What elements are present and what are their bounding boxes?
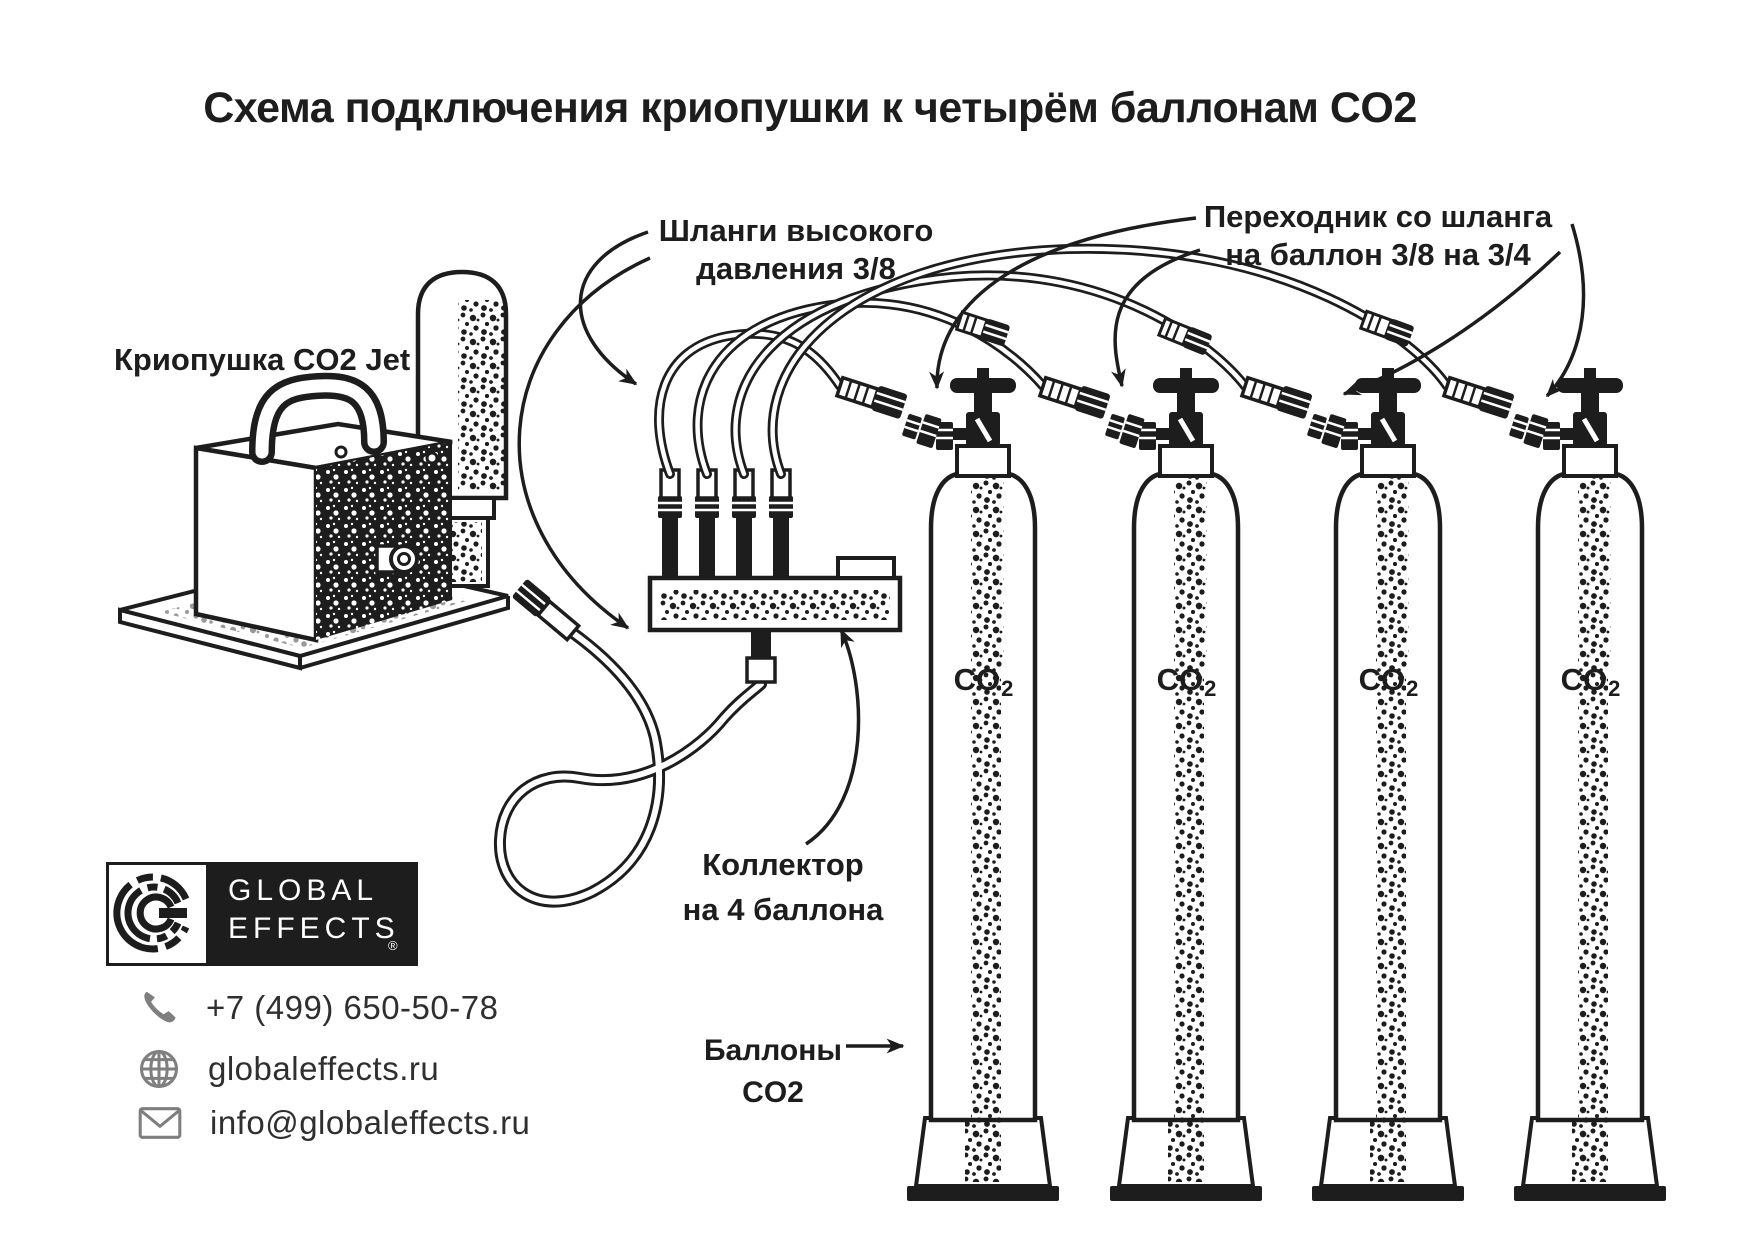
cryo-cannon-drawing — [118, 269, 510, 671]
manifold-port — [658, 468, 682, 580]
cylinder-valve — [1543, 368, 1623, 450]
phone-number: +7 (499) 650-50-78 — [206, 989, 499, 1026]
registered-mark: ® — [388, 938, 398, 953]
phone-icon — [144, 991, 176, 1023]
hose-to-cylinder-adapter — [1509, 414, 1549, 448]
hose-end-fitting — [834, 375, 907, 419]
logo-monogram-icon — [106, 862, 209, 966]
co2-cylinder-3 — [1239, 368, 1464, 1201]
high-pressure-hoses — [654, 243, 1452, 479]
contact-website-row: globaleffects.ru — [138, 1048, 439, 1090]
cylinder-co2-label: CO2 — [1358, 662, 1419, 701]
email-address[interactable]: info@globaleffects.ru — [210, 1104, 531, 1141]
manifold-port — [732, 468, 756, 580]
adapter-label: Переходник со шланга на баллон 3/8 на 3/… — [1203, 199, 1553, 272]
logo-brand-line2: EFFECTS — [228, 912, 400, 945]
co2-cylinder-1 — [834, 368, 1059, 1201]
contact-phone-row: +7 (499) 650-50-78 — [138, 988, 498, 1028]
globe-icon — [139, 1049, 179, 1089]
hose-to-cylinder-adapter — [902, 414, 942, 448]
co2-cylinder-4 — [1441, 368, 1666, 1201]
hose-to-cylinder-adapter — [1105, 414, 1145, 448]
website-url[interactable]: globaleffects.ru — [208, 1050, 440, 1087]
hose-end-fitting — [1441, 375, 1514, 419]
cylinder-valve — [936, 368, 1016, 450]
email-icon — [138, 1107, 182, 1139]
contact-email-row: info@globaleffects.ru — [138, 1104, 530, 1142]
leader-arrow-hoses-2 — [517, 256, 651, 630]
manifold-drawing — [647, 468, 903, 684]
co2-cylinder-2 — [1037, 368, 1262, 1201]
logo-brand-box: GLOBAL EFFECTS ® — [206, 862, 418, 966]
hose-end-fitting — [1239, 375, 1312, 419]
hose-end-fitting — [1037, 375, 1110, 419]
leader-arrow-adapter-4 — [1545, 223, 1586, 398]
hose-to-cylinder-adapter — [1307, 414, 1347, 448]
hoses-label: Шланги высокого давления 3/8 — [658, 213, 934, 286]
leader-arrows — [517, 216, 1586, 1054]
cylinder-valve — [1139, 368, 1219, 450]
leader-arrow-adapter-3 — [1342, 250, 1562, 396]
cylinder-valve — [1341, 368, 1421, 450]
page-title: Схема подключения криопушки к четырём ба… — [203, 84, 1417, 132]
hose-coupling — [954, 310, 1010, 346]
global-effects-logo: GLOBAL EFFECTS ® — [106, 862, 418, 966]
cylinders-label: Баллоны CO2 — [703, 1034, 843, 1109]
supply-hose-fitting — [512, 579, 582, 643]
cylinder-co2-label: CO2 — [1560, 662, 1621, 701]
supply-hose — [493, 579, 767, 908]
cylinder-co2-label: CO2 — [953, 662, 1014, 701]
leader-arrow-collector — [805, 628, 861, 846]
manifold-port — [769, 468, 793, 580]
cylinder-co2-label: CO2 — [1156, 662, 1217, 701]
leader-arrow-hoses-1 — [578, 230, 649, 386]
hose-coupling — [1358, 309, 1414, 347]
logo-brand-line1: GLOBAL — [228, 874, 379, 907]
hose-coupling — [1156, 316, 1212, 355]
leader-arrow-adapter-2 — [1111, 248, 1201, 388]
manifold-port — [695, 468, 719, 580]
collector-label: Коллектор на 4 баллона — [682, 847, 884, 927]
leader-arrow-adapter-1 — [929, 216, 1197, 390]
machine-label: Криопушка CO2 Jet — [114, 342, 411, 377]
